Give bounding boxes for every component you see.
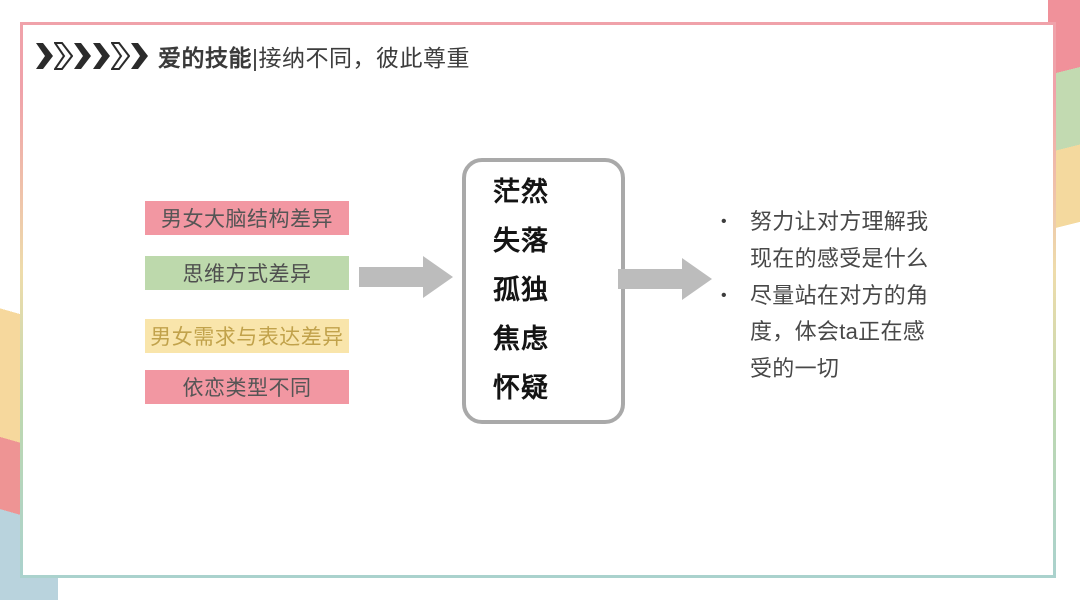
chevron-icon bbox=[54, 42, 73, 70]
right-arrow-icon bbox=[618, 258, 712, 305]
slide-card bbox=[20, 22, 1056, 578]
bullet-icon: • bbox=[721, 286, 727, 304]
emotion-item: 孤独 bbox=[493, 275, 549, 305]
cause-label-attachment-type: 依恋类型不同 bbox=[145, 370, 349, 404]
page-title-strong: 爱的技能 bbox=[158, 45, 252, 71]
chevron-icon bbox=[130, 42, 149, 70]
cause-label-brain-difference: 男女大脑结构差异 bbox=[145, 201, 349, 235]
bullet-icon: • bbox=[721, 213, 727, 230]
right-arrow-icon bbox=[359, 256, 453, 303]
cause-label-thinking-style: 思维方式差异 bbox=[145, 256, 349, 290]
emotion-item: 怀疑 bbox=[493, 373, 549, 403]
advice-list: • 努力让对方理解我现在的感受是什么 • 尽量站在对方的角度，体会ta正在感受的… bbox=[712, 204, 960, 388]
chevron-icon bbox=[92, 42, 111, 70]
page-title-rest: |接纳不同，彼此尊重 bbox=[252, 45, 470, 71]
chevron-icon bbox=[111, 42, 130, 70]
cause-label-needs-expression: 男女需求与表达差异 bbox=[145, 319, 349, 353]
list-item: • 尽量站在对方的角度，体会ta正在感受的一切 bbox=[712, 278, 960, 388]
list-item: • 努力让对方理解我现在的感受是什么 bbox=[712, 204, 960, 278]
chevron-decoration-icon bbox=[35, 42, 149, 70]
emotion-item: 失落 bbox=[493, 226, 549, 256]
page-title: 爱的技能|接纳不同，彼此尊重 bbox=[158, 39, 470, 73]
emotion-item: 焦虑 bbox=[493, 324, 549, 354]
advice-text: 尽量站在对方的角度，体会ta正在感受的一切 bbox=[750, 282, 929, 382]
slide-header: 爱的技能|接纳不同，彼此尊重 bbox=[35, 40, 470, 72]
emotion-list-box: 茫然 失落 孤独 焦虑 怀疑 bbox=[462, 158, 625, 424]
emotion-item: 茫然 bbox=[493, 177, 549, 207]
advice-text: 努力让对方理解我现在的感受是什么 bbox=[750, 209, 929, 271]
chevron-icon bbox=[73, 42, 92, 70]
chevron-icon bbox=[35, 42, 54, 70]
